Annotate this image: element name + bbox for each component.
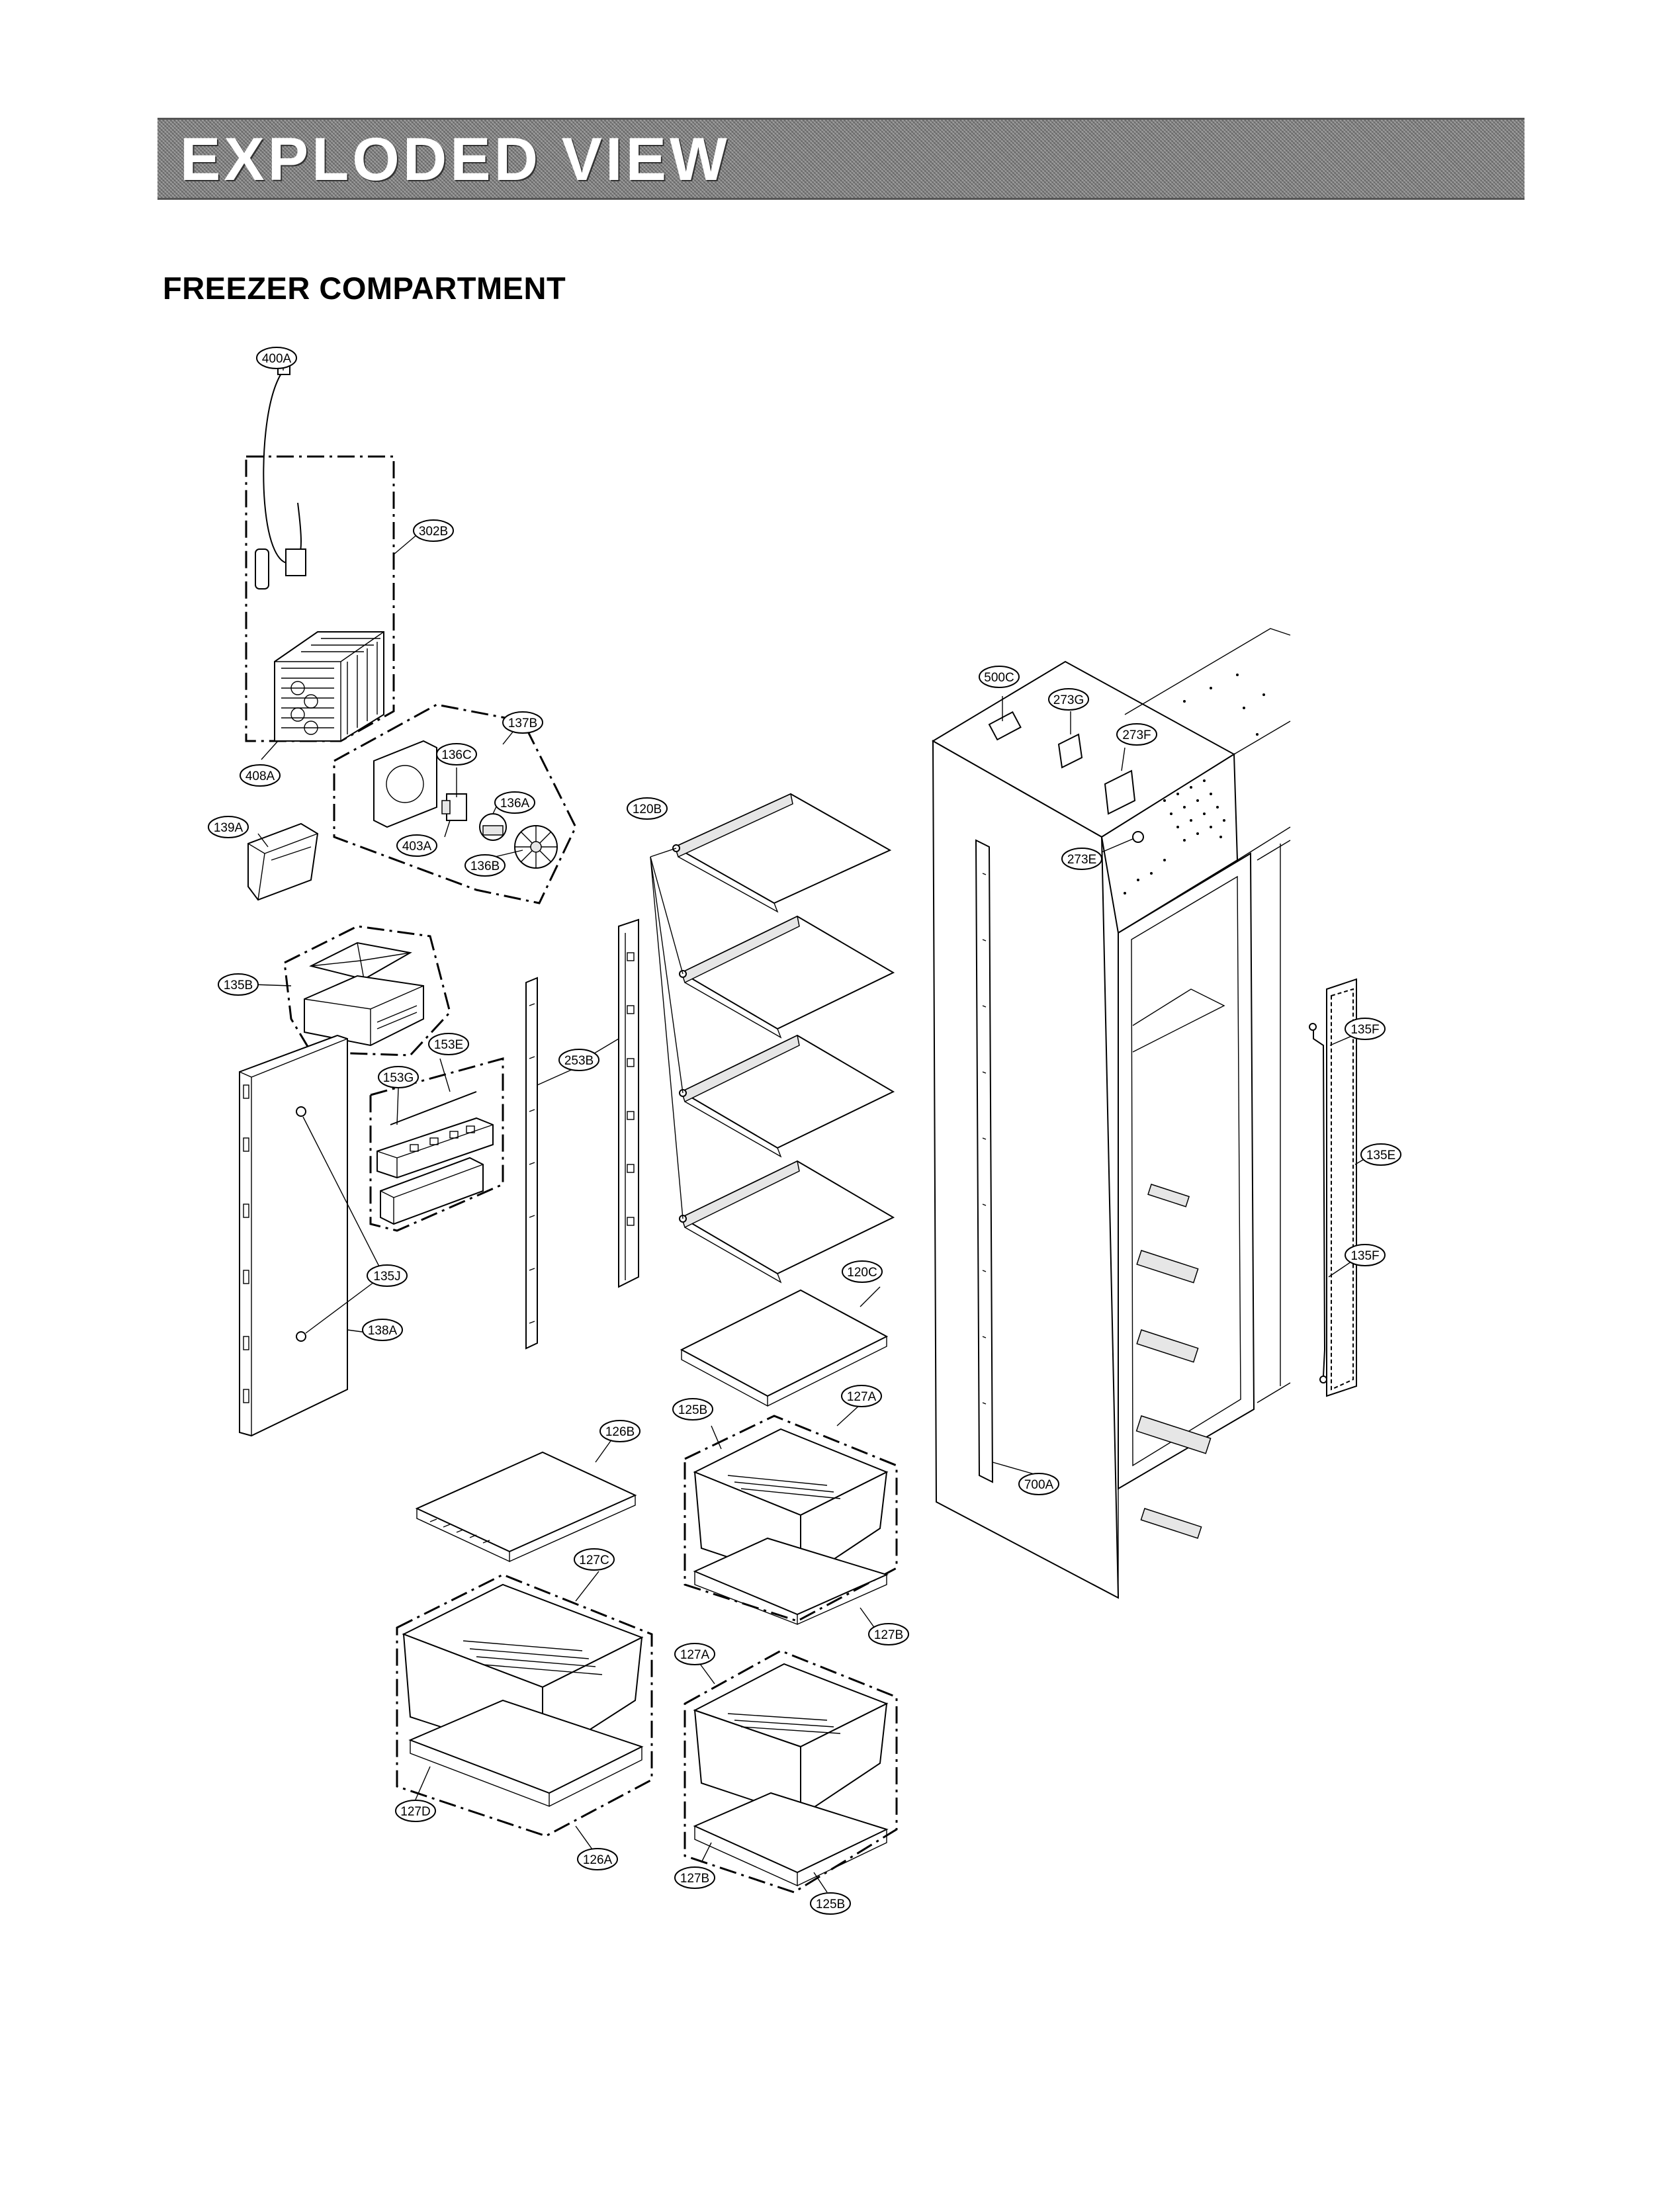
svg-text:135B: 135B [224, 979, 253, 992]
callout-127c: 127C [574, 1548, 615, 1571]
svg-text:408A: 408A [245, 769, 275, 783]
part-139a [247, 822, 319, 901]
svg-text:127D: 127D [400, 1805, 430, 1819]
svg-text:127B: 127B [680, 1872, 709, 1886]
callout-139a: 139A [208, 816, 249, 838]
callout-135f-bottom: 135F [1345, 1244, 1386, 1266]
svg-text:403A: 403A [402, 840, 432, 853]
svg-text:125B: 125B [678, 1403, 707, 1417]
door-gasket-parts [1309, 978, 1367, 1397]
callout-127b-bottom: 127B [674, 1866, 715, 1889]
svg-text:273G: 273G [1053, 693, 1084, 707]
callout-126a: 126A [577, 1848, 618, 1870]
svg-text:138A: 138A [368, 1324, 398, 1338]
callout-135f-top: 135F [1345, 1018, 1386, 1040]
callout-138a: 138A [362, 1319, 403, 1341]
svg-text:125B: 125B [816, 1898, 845, 1911]
fan-motor-group [333, 703, 577, 904]
svg-text:153G: 153G [383, 1071, 414, 1085]
svg-text:500C: 500C [984, 671, 1014, 685]
svg-text:273F: 273F [1122, 728, 1151, 742]
svg-text:273E: 273E [1067, 853, 1096, 867]
callout-253b: 253B [558, 1049, 599, 1071]
svg-text:127B: 127B [874, 1628, 903, 1642]
svg-text:126A: 126A [583, 1853, 613, 1867]
callout-127a-top: 127A [841, 1385, 882, 1407]
svg-text:120B: 120B [633, 803, 662, 816]
banner-title: EXPLODED VIEW [180, 126, 730, 193]
callout-273e: 273E [1061, 848, 1102, 870]
svg-text:137B: 137B [508, 717, 537, 730]
svg-text:153E: 153E [434, 1038, 463, 1052]
callout-135j: 135J [367, 1264, 408, 1287]
callout-127b-top: 127B [868, 1623, 909, 1645]
callout-136a: 136A [494, 791, 535, 814]
svg-text:135J: 135J [373, 1270, 400, 1284]
svg-text:136A: 136A [500, 797, 530, 810]
callout-137b: 137B [502, 711, 543, 734]
crisper-drawer-right-top [684, 1404, 898, 1632]
svg-text:127A: 127A [680, 1648, 710, 1662]
svg-text:126B: 126B [605, 1425, 635, 1439]
callout-127d: 127D [395, 1800, 436, 1822]
callout-120b: 120B [627, 797, 668, 820]
callout-403a: 403A [396, 834, 437, 857]
callout-302b: 302B [413, 519, 454, 542]
callout-273g: 273G [1048, 688, 1089, 711]
callout-273f: 273F [1116, 723, 1157, 746]
callout-408a: 408A [240, 764, 281, 787]
callout-153e: 153E [428, 1033, 469, 1055]
svg-text:253B: 253B [564, 1054, 594, 1068]
callout-153g: 153G [378, 1066, 419, 1088]
section-title: FREEZER COMPARTMENT [163, 271, 566, 306]
svg-text:127A: 127A [847, 1390, 877, 1404]
svg-text:120C: 120C [847, 1266, 877, 1280]
callout-500c: 500C [979, 666, 1020, 688]
callout-126b: 126B [599, 1420, 641, 1442]
control-group [369, 1057, 504, 1232]
svg-text:400A: 400A [262, 352, 292, 366]
svg-text:135F: 135F [1350, 1249, 1379, 1263]
callout-136b: 136B [464, 854, 506, 877]
callout-127a-bottom: 127A [674, 1643, 715, 1665]
callout-120c: 120C [842, 1260, 883, 1283]
svg-text:135F: 135F [1350, 1023, 1379, 1037]
glass-shelves [650, 793, 895, 1284]
svg-text:127C: 127C [579, 1553, 609, 1567]
callout-125b-top: 125B [672, 1398, 713, 1421]
svg-text:139A: 139A [214, 821, 243, 835]
duct-assembly-group [252, 925, 451, 1057]
callout-400a: 400A [256, 347, 297, 369]
freezer-cabinet [932, 628, 1291, 1599]
crisper-drawer-right-bottom [684, 1649, 898, 1894]
evaporator-group [245, 357, 416, 760]
svg-text:136B: 136B [470, 859, 500, 873]
exploded-view-banner: EXPLODED VIEW [157, 118, 1525, 200]
callout-135e: 135E [1360, 1143, 1401, 1166]
crisper-cover [680, 1286, 889, 1407]
divider-panel [239, 1034, 381, 1437]
svg-text:135E: 135E [1366, 1149, 1395, 1162]
callout-135b: 135B [218, 973, 259, 996]
callout-136c: 136C [436, 743, 477, 766]
svg-text:302B: 302B [419, 525, 448, 539]
callout-125b-bottom: 125B [810, 1892, 851, 1915]
shelf-rails [525, 918, 639, 1350]
svg-text:700A: 700A [1024, 1478, 1054, 1492]
callout-700a: 700A [1018, 1473, 1059, 1495]
crisper-drawer-left [396, 1438, 653, 1850]
svg-text:136C: 136C [441, 748, 471, 762]
